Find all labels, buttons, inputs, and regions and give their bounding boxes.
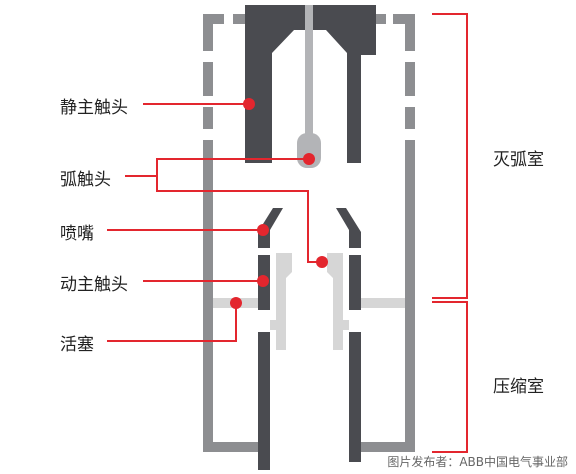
housing-right-seg-2	[405, 62, 415, 96]
moving-arc-right	[327, 253, 343, 350]
label-piston: 活塞	[60, 335, 94, 355]
housing-top-right	[393, 14, 415, 24]
dot-moving-arc	[316, 256, 328, 268]
label-moving-main-contact: 动主触头	[60, 275, 128, 295]
housing-left-seg-2	[203, 62, 213, 96]
dot-arc-contact	[303, 153, 315, 165]
image-credit: 图片发布者：ABB中国电气事业部	[387, 455, 568, 469]
piston-left-tab	[270, 320, 286, 330]
dot-moving-main	[257, 275, 269, 287]
bracket-arc-chamber	[432, 13, 468, 299]
housing-left-seg-3	[203, 107, 213, 129]
housing-right-upper	[405, 14, 415, 51]
leader-lines	[107, 13, 468, 453]
housing-top-seg-a	[233, 14, 245, 24]
housing-right-seg-3	[405, 107, 415, 129]
moving-main-left-lower	[258, 332, 270, 470]
label-compression-chamber: 压缩室	[493, 377, 544, 397]
housing-left-wall	[203, 140, 213, 452]
label-static-main-contact: 静主触头	[60, 98, 128, 118]
static-main-contact-body	[245, 5, 376, 163]
dot-nozzle	[257, 224, 269, 236]
housing-top-left	[203, 14, 224, 24]
bracket-compression	[432, 301, 468, 453]
dot-piston	[230, 297, 242, 309]
static-main-contact	[245, 5, 376, 163]
housing-bottom-right	[360, 442, 415, 452]
housing-right-wall	[405, 140, 415, 452]
piston-right-plate	[361, 298, 405, 308]
moving-main-right-lower	[349, 332, 361, 462]
moving-main-contact	[258, 255, 361, 470]
marker-dots	[230, 98, 328, 309]
leader-arc-contact-a	[125, 158, 309, 177]
nozzle-right	[336, 208, 361, 248]
piston-right-tab	[333, 320, 349, 330]
leader-arc-contact-b	[156, 176, 322, 263]
leader-piston	[107, 303, 237, 342]
moving-main-right-upper	[349, 255, 361, 310]
housing-bottom-left	[203, 442, 258, 452]
nozzle-left	[258, 208, 283, 248]
label-arc-chamber: 灭弧室	[493, 150, 544, 170]
nozzle	[258, 208, 361, 248]
label-nozzle: 喷嘴	[60, 224, 94, 244]
arc-contact-rod	[305, 5, 313, 135]
housing-left-upper	[203, 14, 213, 51]
moving-arc-left	[276, 253, 292, 350]
dot-static-main	[243, 98, 255, 110]
label-arc-contact: 弧触头	[60, 170, 111, 190]
